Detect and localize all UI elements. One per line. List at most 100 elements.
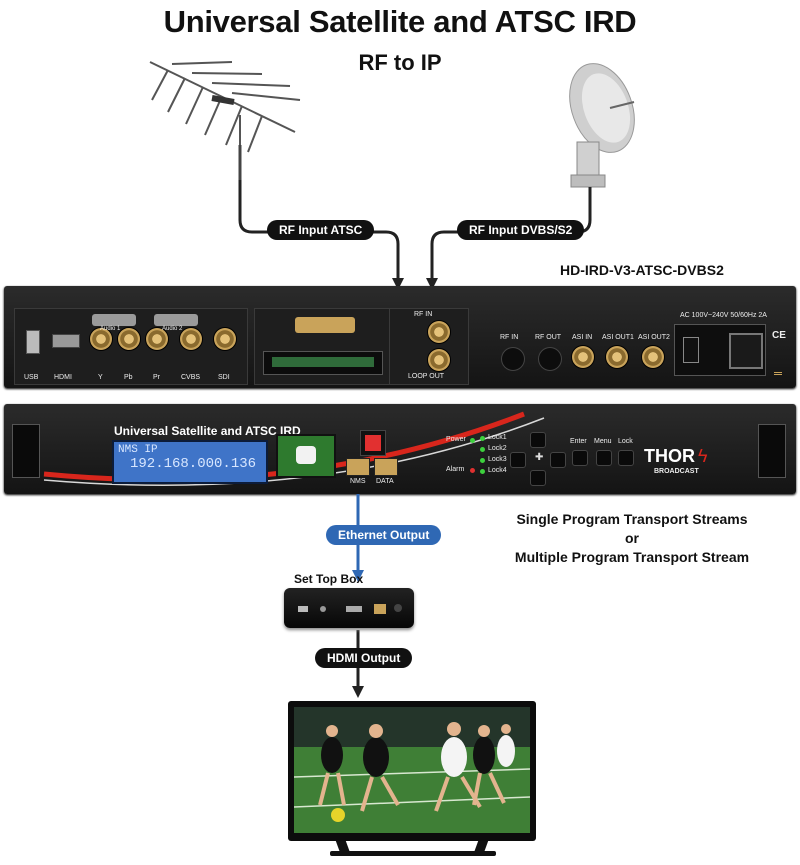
- red-power-button[interactable]: [365, 435, 381, 451]
- lock4-led: [480, 469, 485, 474]
- usb-port[interactable]: [26, 330, 40, 354]
- rf-out-port[interactable]: [539, 348, 561, 370]
- lock1-led: [480, 436, 485, 441]
- audio2-label: Audio 2: [162, 326, 183, 332]
- soccer-game-screen: [294, 707, 530, 833]
- stb-ethernet-port: [374, 604, 386, 614]
- audio1-label: Audio 1: [100, 326, 121, 332]
- power-led: [470, 438, 475, 443]
- pb-connector[interactable]: [118, 328, 140, 350]
- stream-line2: or: [625, 530, 639, 546]
- pb-label: Pb: [124, 374, 133, 381]
- set-top-box-label: Set Top Box: [294, 572, 364, 586]
- stb-usb-port: [298, 606, 308, 612]
- sdi-connector[interactable]: [214, 328, 236, 350]
- hdmi-port[interactable]: [52, 334, 80, 348]
- satellite-dish-icon: [569, 63, 635, 188]
- rf-input-atsc-label: RF Input ATSC: [267, 220, 375, 240]
- loop-out-label: LOOP OUT: [408, 373, 445, 380]
- lock-button[interactable]: [618, 450, 634, 466]
- stream-line3: Multiple Program Transport Stream: [514, 549, 750, 565]
- asi-in-connector[interactable]: [572, 346, 594, 368]
- rf-in-port[interactable]: [502, 348, 524, 370]
- lcd-line2: 192.168.000.136: [130, 456, 257, 472]
- tv-stand-base: [330, 851, 496, 856]
- lock1-label: Lock1: [488, 434, 507, 441]
- hdmi-output-label: HDMI Output: [315, 648, 413, 668]
- enter-button[interactable]: [572, 450, 588, 466]
- lock3-label: Lock3: [488, 456, 507, 463]
- lock3-led: [480, 458, 485, 463]
- left-button[interactable]: [510, 452, 526, 468]
- stream-line1: Single Program Transport Streams: [516, 511, 748, 527]
- right-button[interactable]: [550, 452, 566, 468]
- lightning-icon: ϟ: [698, 446, 708, 466]
- rf-in-connector[interactable]: [428, 321, 450, 343]
- loop-out-connector[interactable]: [428, 349, 450, 371]
- lock2-label: Lock2: [488, 445, 507, 452]
- usb-label: USB: [24, 374, 39, 381]
- front-panel-title: Universal Satellite and ATSC IRD: [114, 424, 301, 438]
- data-label: DATA: [376, 478, 394, 485]
- asi-out1-connector[interactable]: [606, 346, 628, 368]
- down-button[interactable]: [530, 470, 546, 486]
- stb-dc-port: [394, 604, 402, 612]
- ci-slot-section: [254, 308, 391, 385]
- asi-out2-label: ASI OUT2: [638, 334, 670, 341]
- asi-in-label: ASI IN: [572, 334, 593, 341]
- alarm-led-label: Alarm: [446, 466, 465, 473]
- up-button[interactable]: [530, 432, 546, 448]
- video-preview-thumbnail: [276, 434, 336, 478]
- ac-inlet[interactable]: [729, 333, 763, 369]
- asi-out2-connector[interactable]: [642, 346, 664, 368]
- rf-in-top-label: RF IN: [414, 311, 433, 318]
- pr-connector[interactable]: [146, 328, 168, 350]
- audio1-port[interactable]: [92, 314, 136, 326]
- brand-logo: THOR: [644, 446, 695, 466]
- data-port[interactable]: [374, 458, 398, 476]
- menu-label: Menu: [594, 438, 612, 445]
- cvbs-connector[interactable]: [180, 328, 202, 350]
- lock4-label: Lock4: [488, 467, 507, 474]
- power-switch[interactable]: [683, 337, 699, 363]
- right-rack-handle: [758, 424, 786, 478]
- nms-port[interactable]: [346, 458, 370, 476]
- power-rating-label: AC 100V~240V 50/60Hz 2A: [680, 312, 767, 319]
- asi-out1-label: ASI OUT1: [602, 334, 634, 341]
- rf-out-label: RF OUT: [535, 334, 562, 341]
- alarm-led: [470, 468, 475, 473]
- rf-tuner-section: RF IN LOOP OUT: [389, 308, 469, 385]
- y-label: Y: [98, 374, 103, 381]
- front-panel: Universal Satellite and ATSC IRD NMS IP …: [4, 404, 796, 494]
- nms-label: NMS: [350, 478, 366, 485]
- stb-av-port: [320, 606, 326, 612]
- lock-label: Lock: [618, 438, 633, 445]
- hdmi-label: HDMI: [54, 374, 72, 381]
- soccer-ball-icon: [331, 808, 345, 822]
- lock2-led: [480, 447, 485, 452]
- ground-icon: [774, 360, 782, 375]
- model-number: HD-IRD-V3-ATSC-DVBS2: [560, 262, 724, 278]
- rf-input-dvbs-label: RF Input DVBS/S2: [457, 220, 585, 240]
- brand-subtitle: BROADCAST: [654, 468, 699, 475]
- lcd-line1: NMS IP: [118, 444, 158, 456]
- y-connector[interactable]: [90, 328, 112, 350]
- ce-mark: CE: [772, 330, 786, 341]
- rf-in-label: RF IN: [500, 334, 519, 341]
- left-rack-handle: [12, 424, 40, 478]
- diagram-subtitle: RF to IP: [358, 50, 442, 75]
- antenna-icon: [149, 61, 301, 180]
- television: [288, 701, 536, 841]
- menu-button[interactable]: [596, 450, 612, 466]
- ci-card-slot: [263, 351, 383, 375]
- power-led-label: Power: [446, 436, 466, 443]
- stb-hdmi-port: [346, 606, 362, 612]
- rear-panel: RF IN LOOP OUT Audio 1 Audio 2 USB HDMI …: [4, 286, 796, 388]
- arrow-icon: ✚: [535, 452, 544, 463]
- rf-sources-graphic: [149, 61, 635, 290]
- cvbs-label: CVBS: [181, 374, 201, 381]
- audio2-port[interactable]: [154, 314, 198, 326]
- diagram-title: Universal Satellite and ATSC IRD: [163, 4, 637, 39]
- ethernet-output-label: Ethernet Output: [326, 525, 442, 545]
- stream-description: Single Program Transport Streams or Mult…: [482, 510, 782, 567]
